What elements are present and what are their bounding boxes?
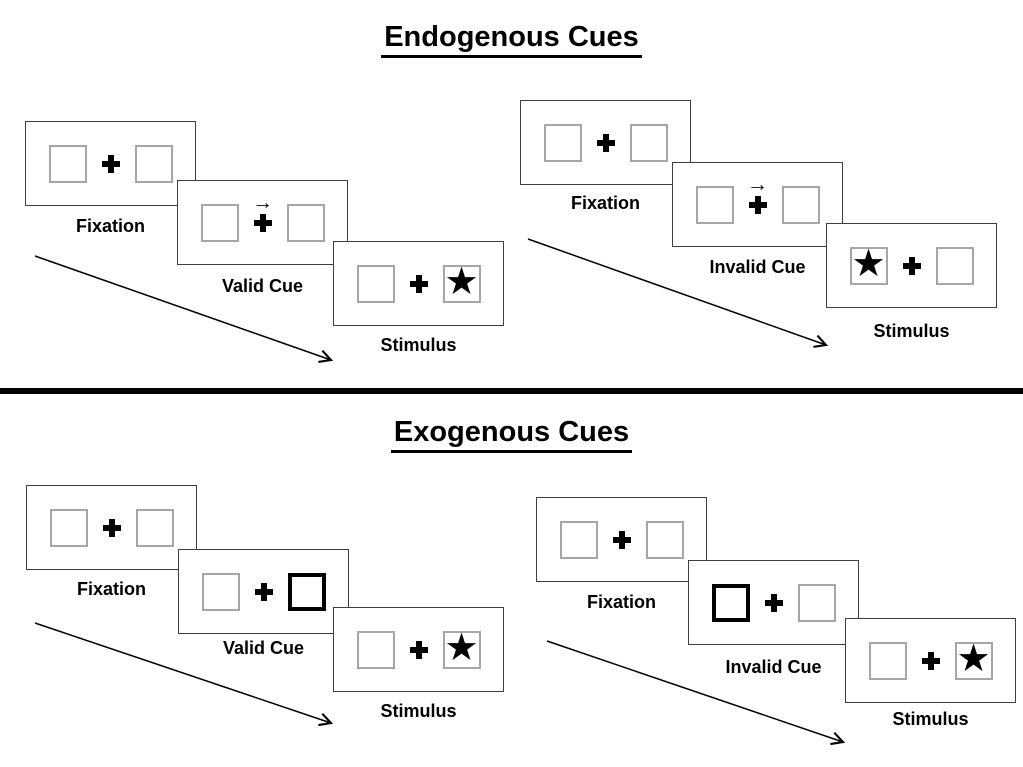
right-box bbox=[645, 520, 684, 559]
timeline-arrow bbox=[34, 255, 334, 363]
panel-label: Stimulus bbox=[380, 701, 457, 721]
left-box bbox=[695, 185, 734, 224]
panel-label: Stimulus bbox=[873, 321, 950, 341]
section-title-endogenous: Endogenous Cues bbox=[0, 21, 1023, 59]
left-box bbox=[559, 520, 598, 559]
star-icon: ★ bbox=[444, 627, 479, 669]
left-box-highlighted bbox=[711, 583, 750, 622]
fixation-cross-icon bbox=[921, 651, 940, 670]
fixation-cross-icon: → bbox=[252, 192, 273, 232]
section-title-text: Endogenous Cues bbox=[381, 21, 642, 59]
panel-label: Invalid Cue bbox=[725, 657, 822, 677]
right-box: ★ bbox=[954, 638, 993, 680]
left-box bbox=[201, 572, 240, 611]
fixation-panel bbox=[26, 485, 197, 570]
left-box bbox=[543, 123, 582, 162]
right-box bbox=[781, 185, 820, 224]
invalid-cue-panel bbox=[688, 560, 859, 645]
right-box bbox=[135, 508, 174, 547]
panel-label: Invalid Cue bbox=[709, 257, 806, 277]
fixation-cross-icon bbox=[101, 154, 120, 173]
star-icon: ★ bbox=[956, 638, 991, 680]
fixation-panel bbox=[25, 121, 196, 206]
section-title-text: Exogenous Cues bbox=[390, 416, 633, 454]
stimulus-panel: ★ bbox=[333, 607, 504, 692]
panel-label: Fixation bbox=[76, 579, 146, 599]
left-box bbox=[49, 508, 88, 547]
right-box bbox=[797, 583, 836, 622]
right-box: ★ bbox=[442, 627, 481, 669]
cue-arrow-icon: → bbox=[747, 172, 768, 196]
valid-cue-panel bbox=[178, 549, 349, 634]
fixation-cross-icon bbox=[254, 582, 273, 601]
fixation-cross-icon bbox=[409, 640, 428, 659]
left-box bbox=[356, 630, 395, 669]
left-box bbox=[48, 144, 87, 183]
left-box: ★ bbox=[849, 243, 888, 285]
invalid-cue-panel: → bbox=[672, 162, 843, 247]
stimulus-panel: ★ bbox=[845, 618, 1016, 703]
timeline-arrow bbox=[527, 238, 829, 348]
panel-label: Valid Cue bbox=[221, 276, 304, 296]
right-box bbox=[286, 203, 325, 242]
right-box bbox=[935, 246, 974, 285]
fixation-cross-icon bbox=[409, 274, 428, 293]
timeline-arrow bbox=[34, 622, 334, 727]
panel-label: Fixation bbox=[75, 216, 145, 236]
stimulus-panel: ★ bbox=[826, 223, 997, 308]
fixation-panel bbox=[536, 497, 707, 582]
fixation-cross-icon bbox=[902, 256, 921, 275]
right-box bbox=[134, 144, 173, 183]
star-icon: ★ bbox=[851, 243, 886, 285]
right-box: ★ bbox=[442, 261, 481, 303]
section-title-exogenous: Exogenous Cues bbox=[0, 416, 1023, 454]
star-icon: ★ bbox=[444, 261, 479, 303]
panel-label: Fixation bbox=[586, 592, 656, 612]
fixation-cross-icon bbox=[764, 593, 783, 612]
stimulus-panel: ★ bbox=[333, 241, 504, 326]
fixation-panel bbox=[520, 100, 691, 185]
panel-label: Stimulus bbox=[892, 709, 969, 729]
right-box bbox=[629, 123, 668, 162]
valid-cue-panel: → bbox=[177, 180, 348, 265]
cue-arrow-icon: → bbox=[252, 190, 273, 214]
fixation-cross-icon bbox=[596, 133, 615, 152]
panel-label: Stimulus bbox=[380, 335, 457, 355]
section-divider bbox=[0, 388, 1023, 394]
fixation-cross-icon bbox=[612, 530, 631, 549]
panel-label: Fixation bbox=[570, 193, 640, 213]
right-box-highlighted bbox=[287, 572, 326, 611]
left-box bbox=[200, 203, 239, 242]
fixation-cross-icon: → bbox=[747, 174, 768, 214]
panel-label: Valid Cue bbox=[222, 638, 305, 658]
left-box bbox=[356, 264, 395, 303]
timeline-arrow bbox=[546, 640, 846, 746]
left-box bbox=[868, 641, 907, 680]
fixation-cross-icon bbox=[102, 518, 121, 537]
